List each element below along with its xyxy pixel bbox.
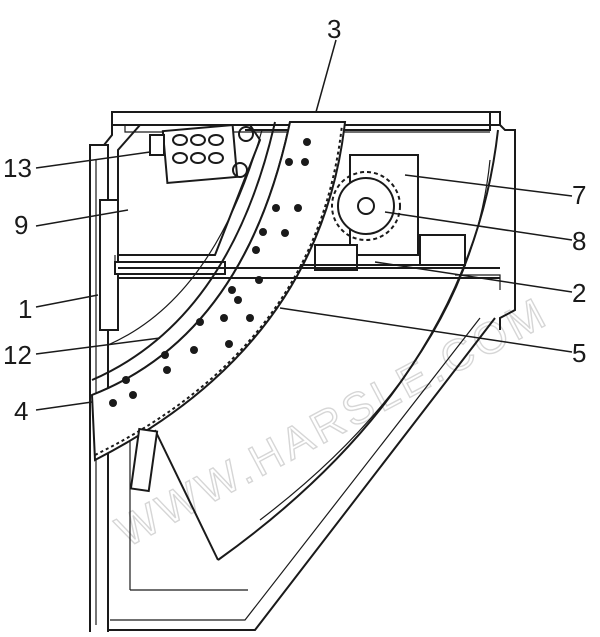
label-1: 1: [18, 294, 32, 324]
label-7: 7: [572, 180, 586, 210]
label-8: 8: [572, 226, 586, 256]
rear-curve: [129, 129, 499, 561]
label-9: 9: [14, 210, 28, 240]
label-13: 13: [3, 153, 32, 183]
label-3: 3: [327, 14, 341, 44]
frame-body: [99, 111, 516, 631]
watermark-text: WWW.HARSLE.COM: [108, 288, 556, 557]
clamp-block: [149, 123, 254, 185]
support-rail: [118, 267, 501, 290]
leader-lines: [35, 39, 573, 411]
label-2: 2: [572, 278, 586, 308]
label-4: 4: [14, 396, 28, 426]
top-plate: [124, 111, 491, 133]
label-5: 5: [572, 338, 586, 368]
part-labels: 3 13 9 1 12 4 7 8 2 5: [3, 14, 586, 426]
label-12: 12: [3, 340, 32, 370]
toothed-sector: [90, 121, 347, 462]
pinion-gear: [331, 171, 401, 241]
sector-holes: [109, 138, 311, 407]
